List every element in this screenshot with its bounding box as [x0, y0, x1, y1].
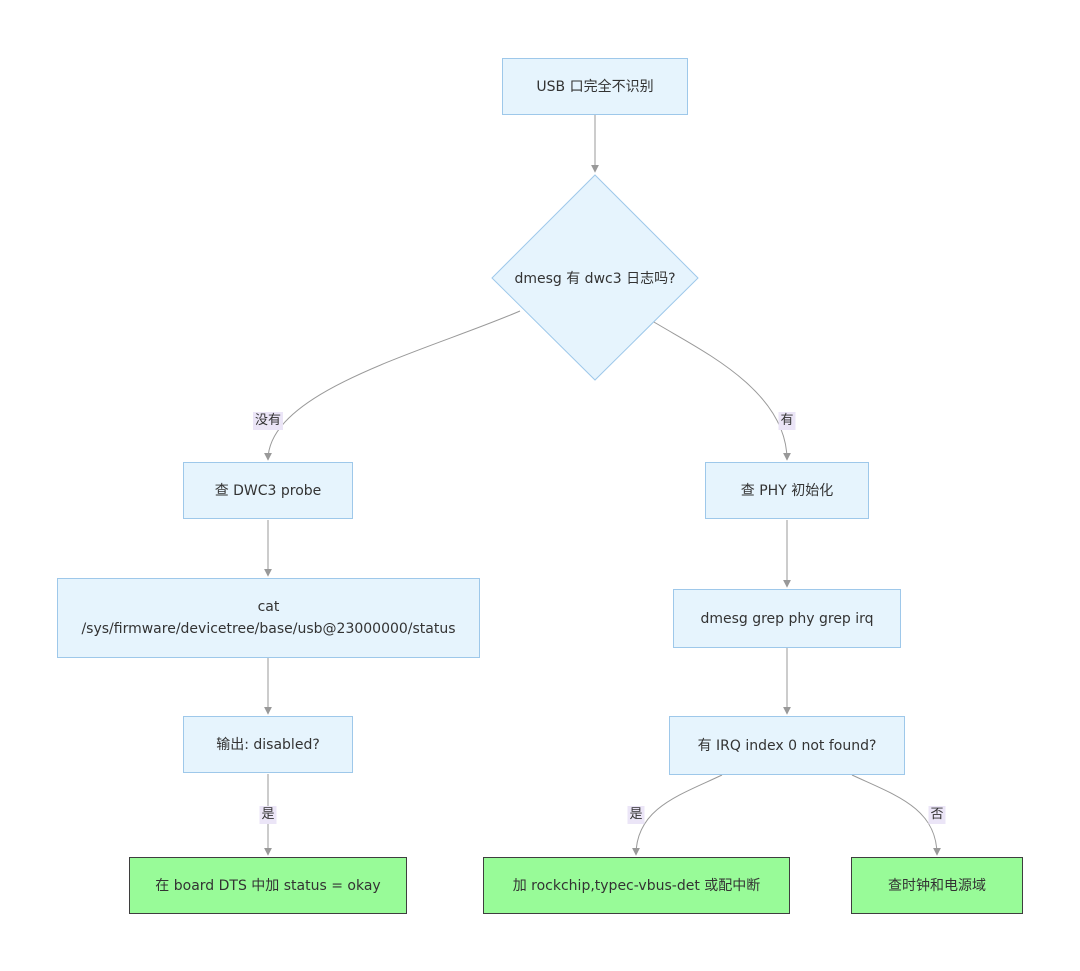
node-irq-not-found: 有 IRQ index 0 not found? [669, 716, 905, 775]
edge-decision-to-probe [264, 310, 521, 461]
node-check-phy-init: 查 PHY 初始化 [705, 462, 869, 519]
node-dmesg-grep-phy: dmesg grep phy grep irq [673, 589, 901, 648]
edge-decision-to-phy [653, 321, 791, 461]
edge-label-yes-phy: 有 [778, 412, 796, 430]
decision-dwc3-log: dmesg 有 dwc3 日志吗? [492, 258, 698, 298]
node-output-disabled: 输出: disabled? [183, 716, 353, 773]
node-cat-status-label: cat /sys/firmware/devicetree/base/usb@23… [81, 599, 456, 637]
node-usb-not-recognized: USB 口完全不识别 [502, 58, 688, 115]
edge-label-yes-disabled: 是 [259, 806, 277, 824]
node-fix-status-okay-label: 在 board DTS 中加 status = okay [155, 877, 381, 894]
node-check-dwc3-probe-label: 查 DWC3 probe [214, 482, 322, 499]
edge-irq-to-vbus [632, 774, 723, 856]
node-check-phy-init-label: 查 PHY 初始化 [740, 482, 834, 499]
decision-dwc3-log-label: dmesg 有 dwc3 日志吗? [514, 271, 676, 287]
decision-diamond-shape [491, 174, 699, 381]
edge-label-yes-irq: 是 [627, 806, 645, 824]
edge-label-no: 没有 [252, 412, 284, 430]
node-irq-not-found-label: 有 IRQ index 0 not found? [697, 737, 877, 754]
node-add-vbus-det-label: 加 rockchip,typec-vbus-det 或配中断 [512, 877, 761, 894]
node-usb-not-recognized-label: USB 口完全不识别 [536, 78, 654, 95]
edge-irq-to-clock [851, 774, 941, 856]
node-cat-status: cat /sys/firmware/devicetree/base/usb@23… [57, 578, 480, 658]
node-add-vbus-det: 加 rockchip,typec-vbus-det 或配中断 [483, 857, 790, 914]
node-output-disabled-label: 输出: disabled? [216, 736, 320, 753]
node-dmesg-grep-phy-label: dmesg grep phy grep irq [700, 610, 874, 627]
node-fix-status-okay: 在 board DTS 中加 status = okay [129, 857, 407, 914]
edge-label-no-irq: 否 [928, 806, 946, 824]
node-check-clock-power: 查时钟和电源域 [851, 857, 1023, 914]
node-check-clock-power-label: 查时钟和电源域 [888, 877, 986, 894]
node-check-dwc3-probe: 查 DWC3 probe [183, 462, 353, 519]
